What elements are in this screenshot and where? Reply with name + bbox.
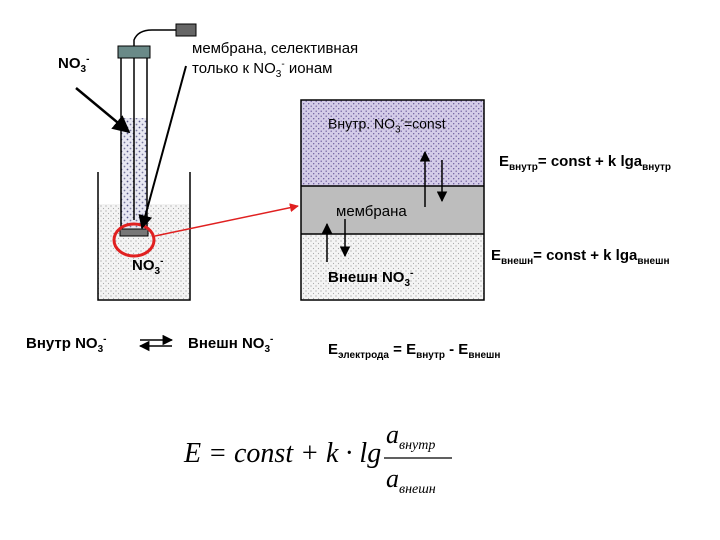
equation-e-inner: Eвнутр= const + k lgaвнутр <box>499 153 672 173</box>
beaker-walls <box>97 172 191 301</box>
connector-plug <box>175 23 197 37</box>
formula-lhs: E = const + k · lg <box>184 438 382 469</box>
membrane-note-line1: мембрана, селективная <box>192 40 359 57</box>
zoom-outer-region <box>301 234 484 300</box>
equation-e-electrode: Eэлектрода = Eвнутр - Eвнешн <box>328 341 501 361</box>
electrode-membrane <box>119 228 149 237</box>
equilibrium-left-label: Внутр NO3- <box>26 334 107 355</box>
formula-numerator: aвнутр <box>386 420 436 454</box>
membrane-note-line2: только к NO3- ионам <box>192 58 333 80</box>
zoom-membrane-label: мембрана <box>336 203 407 220</box>
equation-e-outer: Eвнешн= const + k lgaвнешн <box>491 247 670 267</box>
ion-label-bottom: NO3- <box>132 256 164 277</box>
zoom-inner-label: Внутр. NO3-=const <box>328 115 446 136</box>
zoom-inner-region <box>301 100 484 186</box>
lead-wire <box>133 29 176 46</box>
zoom-outer-label: Внешн NO3- <box>328 268 414 289</box>
membrane-highlight-circle <box>112 222 156 258</box>
electrode-cap <box>117 45 151 59</box>
electrode-tube <box>120 58 148 230</box>
ion-top-pointer <box>75 87 131 134</box>
membrane-note-pointer <box>138 65 187 230</box>
zoom-red-arrow <box>154 203 299 237</box>
membrane-note: мембрана, селективная только к NO3- иона… <box>192 40 358 81</box>
zoom-frame <box>300 99 485 301</box>
ion-label-top: NO3- <box>58 54 90 75</box>
formula-denominator: aвнешн <box>386 464 436 498</box>
equilibrium-right-label: Внешн NO3- <box>188 334 274 355</box>
